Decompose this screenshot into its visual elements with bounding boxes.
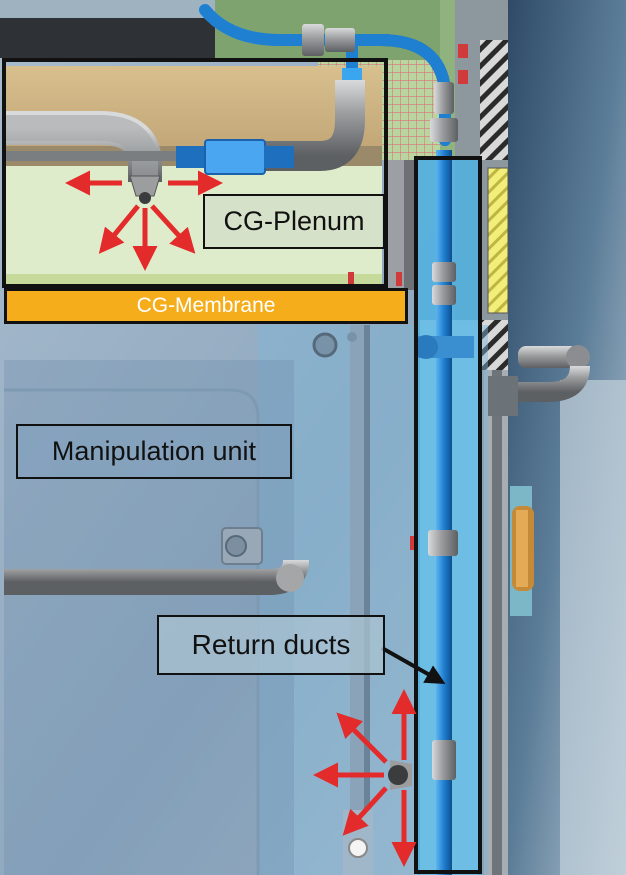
return-ducts-leader-arrow xyxy=(381,646,446,684)
flow-arrow-icon xyxy=(313,689,417,867)
flow-arrow-icon xyxy=(65,170,223,271)
nozzle-icon xyxy=(129,175,161,204)
pipe-fitting-icon xyxy=(302,24,458,780)
manipulation-unit-label: Manipulation unit xyxy=(16,424,292,479)
return-ducts-label: Return ducts xyxy=(157,615,385,675)
cg-plenum-label: CG-Plenum xyxy=(203,194,385,249)
valve-icon xyxy=(488,345,590,416)
cg-membrane-label: CG-Membrane xyxy=(4,288,408,324)
nozzle-icon xyxy=(388,760,412,790)
